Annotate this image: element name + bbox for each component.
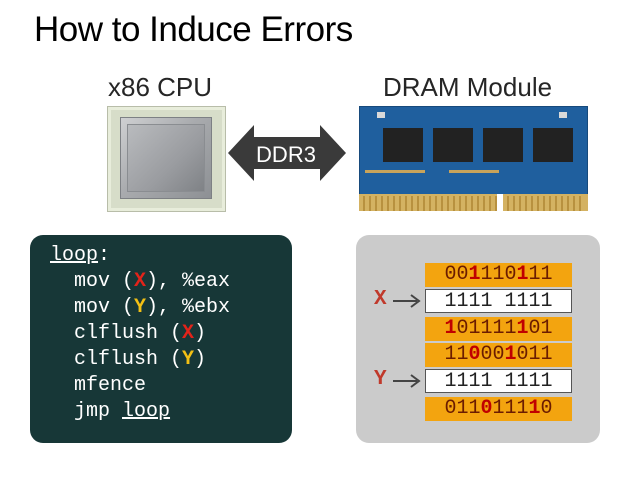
- memory-row: 101111101: [425, 317, 572, 341]
- dram-label: DRAM Module: [383, 72, 553, 102]
- right-arrow-icon: [393, 374, 421, 388]
- loop-label: loop: [50, 244, 99, 267]
- memory-panel: 001110111 1111 1111 101111101 110001011 …: [356, 235, 600, 443]
- x-operand: X: [134, 270, 147, 293]
- jmp-target: loop: [122, 400, 171, 423]
- cpu-chip-image: [107, 106, 226, 212]
- double-arrow-icon: [228, 125, 346, 181]
- mfence-line: mfence: [50, 374, 147, 397]
- memory-row: 011011110: [425, 397, 572, 421]
- assembly-code: loop: mov (X), %eax mov (Y), %ebx clflus…: [50, 244, 231, 423]
- slide-title: How to Induce Errors: [34, 10, 353, 49]
- bus-label: DDR3: [256, 142, 316, 167]
- y-operand: Y: [182, 348, 195, 371]
- right-arrow-icon: [393, 294, 421, 308]
- memory-row-x: 1111 1111: [425, 289, 572, 313]
- x-row-label: X: [374, 288, 387, 311]
- memory-row: 110001011: [425, 343, 572, 367]
- x-operand: X: [182, 322, 195, 345]
- memory-row: 001110111: [425, 263, 572, 287]
- memory-row-y: 1111 1111: [425, 369, 572, 393]
- cpu-label: x86 CPU: [108, 72, 213, 102]
- y-operand: Y: [134, 296, 147, 319]
- cpu-die: [120, 117, 212, 199]
- code-panel: loop: mov (X), %eax mov (Y), %ebx clflus…: [30, 235, 292, 443]
- y-row-label: Y: [374, 368, 387, 391]
- dram-module-image: [359, 106, 588, 211]
